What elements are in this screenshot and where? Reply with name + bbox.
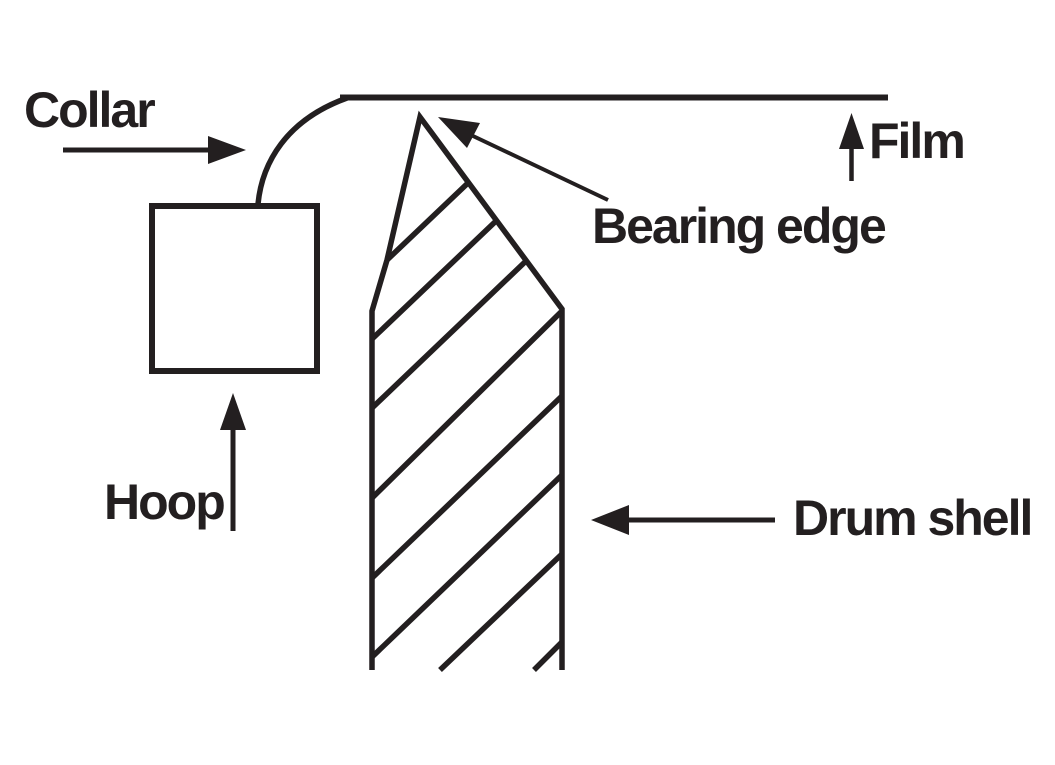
- collar-arrow: [63, 136, 246, 164]
- collar-label: Collar: [24, 82, 156, 138]
- hoop-arrow: [220, 393, 246, 531]
- film-label: Film: [869, 113, 966, 169]
- collar-curve: [255, 95, 348, 205]
- bearing-edge-label: Bearing edge: [592, 198, 887, 254]
- film-arrow: [839, 113, 864, 181]
- collar-arrowhead-icon: [208, 136, 246, 164]
- bearing-edge-arrow-shaft: [472, 134, 609, 202]
- film-arrowhead-icon: [839, 113, 864, 149]
- bearing-edge-arrow: [438, 117, 609, 202]
- drum-shell-arrowhead-icon: [591, 505, 629, 535]
- bearing-edge-arrowhead-icon: [438, 117, 480, 148]
- hoop-arrowhead-icon: [220, 393, 246, 430]
- drum-shell-arrow: [591, 505, 775, 535]
- hoop-square: [149, 203, 320, 374]
- hoop-label: Hoop: [104, 474, 226, 530]
- drum-shell-label: Drum shell: [793, 490, 1033, 546]
- drum-shell-outline: [369, 110, 565, 670]
- shell-hatching: [370, 180, 564, 672]
